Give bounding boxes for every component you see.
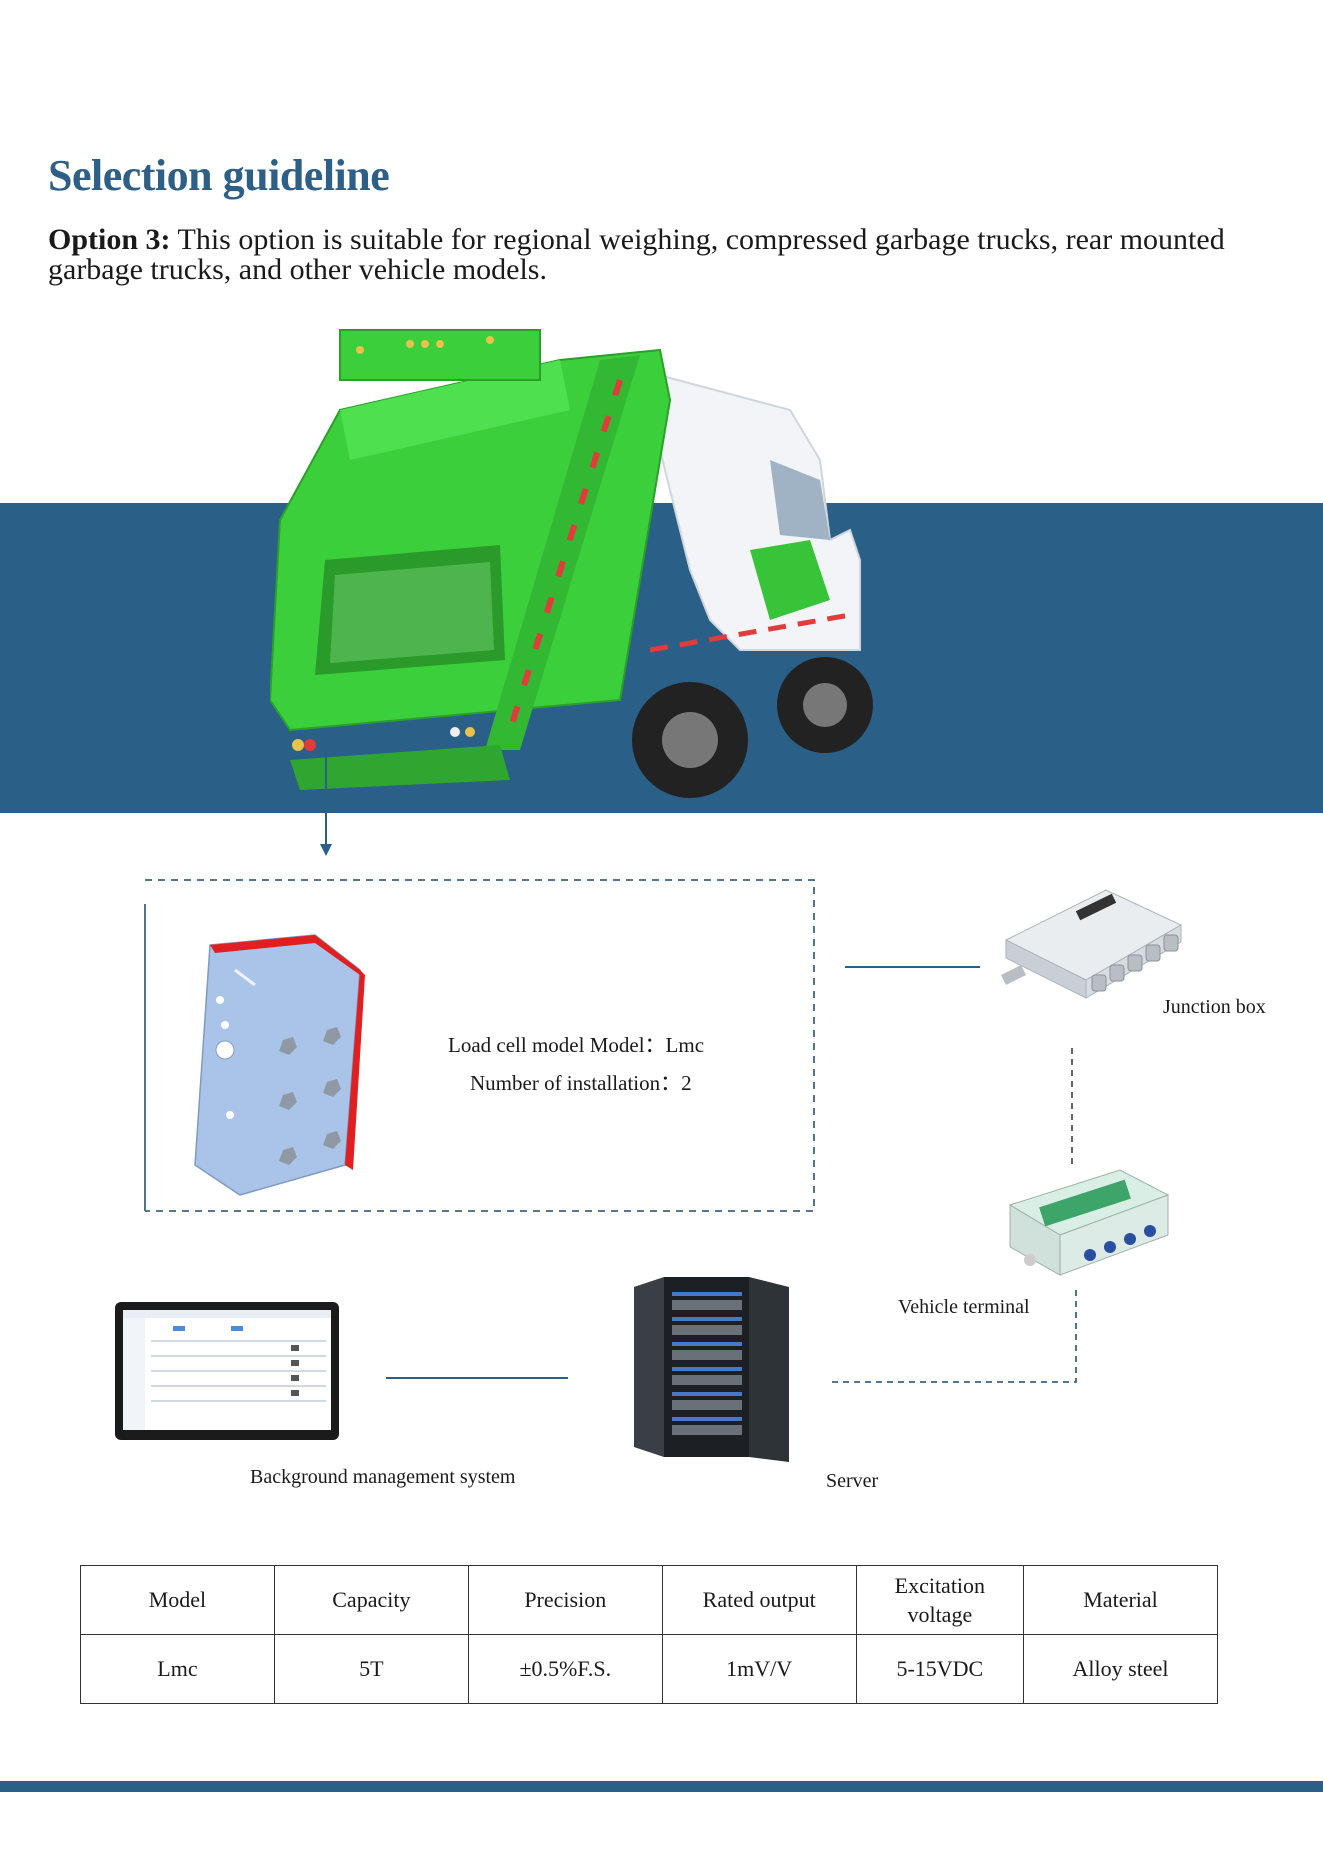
page-title: Selection guideline [48,151,390,200]
management-system-image [115,1302,339,1440]
management-system-label: Background management system [250,1466,516,1488]
table-cell: Alloy steel [1023,1634,1218,1704]
arrow-down-icon [320,740,332,856]
junction-box-label: Junction box [1163,996,1266,1018]
server-image [634,1277,789,1462]
server-label: Server [826,1470,879,1492]
specification-table: Model Capacity Precision Rated output Ex… [80,1565,1218,1704]
vehicle-terminal-image [1008,1169,1170,1276]
table-header-row: Model Capacity Precision Rated output Ex… [80,1565,1218,1635]
option-description: This option is suitable for regional wei… [48,223,1225,286]
table-cell: Lmc [80,1634,275,1704]
table-header-cell: Material [1023,1565,1218,1635]
table-header-cell: Rated output [661,1565,857,1635]
table-header-cell: Model [80,1565,275,1635]
connector-line [386,1377,568,1379]
load-cell-detail-box [144,879,815,1212]
table-cell: 5T [273,1634,469,1704]
installation-count-text: Number of installation：2 [470,1071,692,1095]
option-label: Option 3: [48,223,171,256]
connector-line [828,1290,1077,1383]
table-cell: 5-15VDC [855,1634,1025,1704]
garbage-truck-image [270,329,873,798]
load-cell-image [194,934,365,1196]
table-header-cell: Excitation voltage [855,1565,1025,1635]
intro-paragraph: Option 3: This option is suitable for re… [48,225,1278,285]
connector-line [845,966,980,968]
table-row: Lmc 5T ±0.5%F.S. 1mV/V 5-15VDC Alloy ste… [80,1634,1218,1704]
table-cell: 1mV/V [661,1634,857,1704]
table-cell: ±0.5%F.S. [467,1634,663,1704]
table-header-cell: Capacity [273,1565,469,1635]
footer-rule [0,1781,1323,1792]
connector-line [1071,1048,1073,1168]
load-cell-model-text: Load cell model Model：Lmc [448,1033,705,1057]
table-header-cell: Precision [467,1565,663,1635]
vehicle-terminal-label: Vehicle terminal [898,1296,1030,1318]
junction-box-image [1001,889,1183,999]
